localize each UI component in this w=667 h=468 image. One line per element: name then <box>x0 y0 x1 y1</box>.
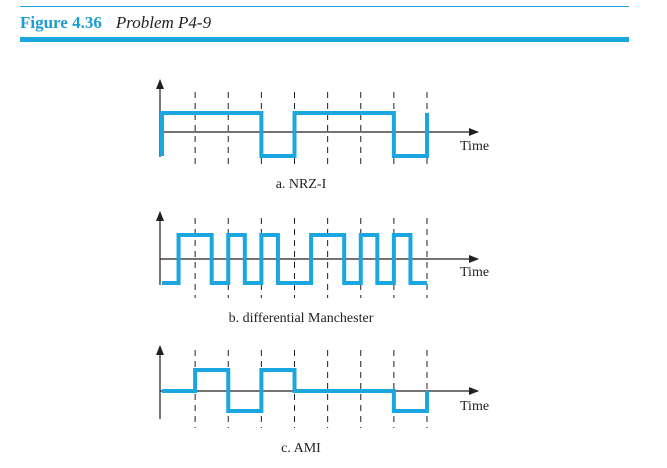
nrzi-waveform <box>160 111 429 158</box>
header-top-rule <box>20 6 629 7</box>
figure-title: Problem P4-9 <box>115 13 212 32</box>
panel-caption: a. NRZ-I <box>276 177 327 192</box>
panel-nrzi: Time a. NRZ-I <box>156 79 489 192</box>
ami-waveform <box>162 368 429 413</box>
panel-caption: c. AMI <box>281 441 321 456</box>
header-bottom-rule <box>20 37 629 42</box>
panel-ami: Time c. AMI <box>156 345 489 456</box>
figure-number: Figure 4.36 <box>20 13 102 32</box>
panel-caption: b. differential Manchester <box>229 311 374 326</box>
manchester-waveform <box>162 233 427 285</box>
panel-differential-manchester: Time b. differential Manchester <box>156 211 489 326</box>
time-label: Time <box>460 139 489 154</box>
figure-caption: Figure 4.36 Problem P4-9 <box>20 11 211 35</box>
time-label: Time <box>460 265 489 280</box>
time-label: Time <box>460 399 489 414</box>
